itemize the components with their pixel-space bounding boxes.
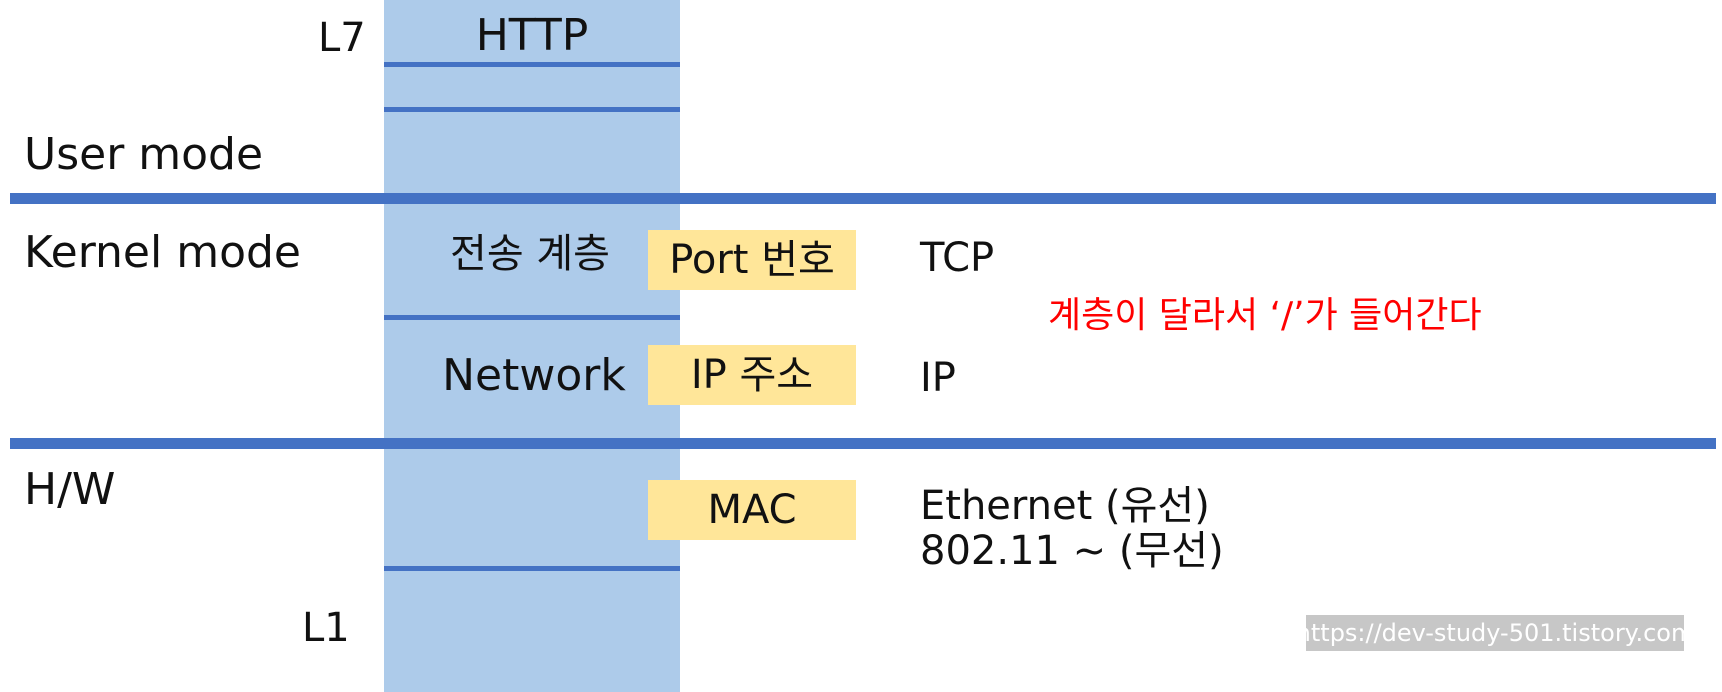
- network-layer-label: Network: [442, 350, 626, 401]
- wireless-protocol-label: 802.11 ~ (무선): [920, 528, 1224, 574]
- ip-protocol-label: IP: [920, 355, 956, 401]
- user-kernel-boundary: [10, 193, 1716, 204]
- port-number-box: Port 번호: [648, 230, 856, 290]
- layer-divider-link-physical: [384, 566, 680, 571]
- hardware-label: H/W: [24, 464, 116, 515]
- layer-label-l7: L7: [318, 15, 366, 61]
- slash-annotation: 계층이 달라서 ‘/’가 들어간다: [1048, 295, 1482, 336]
- layer-divider-7-6: [384, 62, 680, 67]
- http-layer-label: HTTP: [475, 10, 589, 61]
- protocol-stack-column: [384, 0, 680, 692]
- ethernet-protocol-label: Ethernet (유선): [920, 483, 1210, 529]
- tcp-protocol-label: TCP: [920, 235, 995, 281]
- kernel-mode-label: Kernel mode: [24, 227, 301, 278]
- blog-watermark: https://dev-study-501.tistory.com: [1296, 615, 1694, 651]
- user-mode-label: User mode: [24, 129, 264, 180]
- mac-address-box: MAC: [648, 480, 856, 540]
- layer-divider-6-5: [384, 107, 680, 112]
- kernel-hardware-boundary: [10, 438, 1716, 449]
- ip-address-box: IP 주소: [648, 345, 856, 405]
- layer-divider-transport-network: [384, 315, 680, 320]
- transport-layer-label: 전송 계층: [450, 231, 610, 277]
- layer-label-l1: L1: [302, 605, 350, 651]
